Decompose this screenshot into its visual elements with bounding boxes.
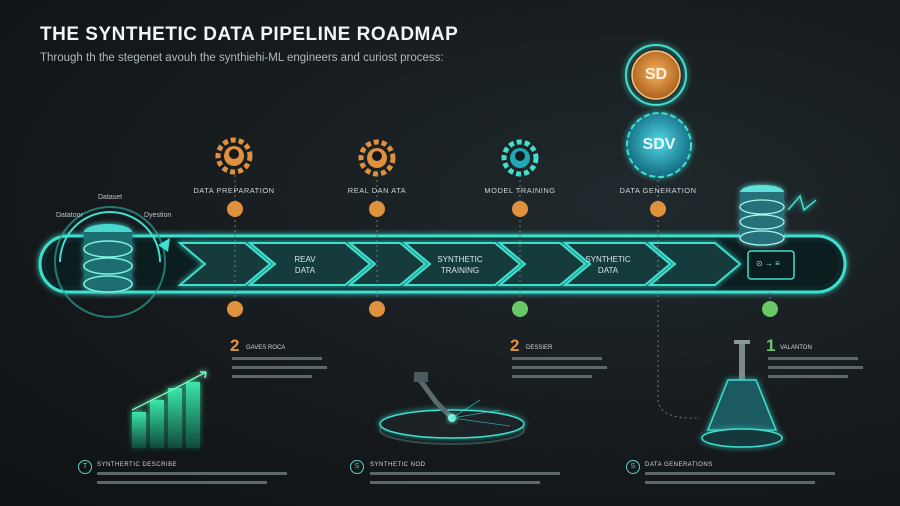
gear-icon-preparation <box>215 137 253 175</box>
stage-label-preparation: DATA PREPARATION <box>193 186 275 195</box>
stage-dot <box>650 201 666 217</box>
stage-dot <box>512 201 528 217</box>
segment-line1: SYNTHETIC <box>437 255 483 264</box>
stage-label-real-data: REAL DAN ATA <box>347 186 407 195</box>
segment-label-real-data: REAV DATA <box>294 254 315 276</box>
flow-curve <box>657 399 701 419</box>
source-label-left: Datatoor <box>56 212 83 219</box>
callout-tag-3: VALANTON <box>780 345 812 351</box>
segment-line2: DATA <box>294 266 316 275</box>
footer-icon-3: S <box>626 460 640 474</box>
gear-icon-real-data <box>358 139 396 177</box>
stage-label-generation: DATA GENERATION <box>619 186 697 195</box>
growth-chart-icon <box>131 371 207 448</box>
segment-line2: DATA <box>597 266 619 275</box>
stage-dot <box>227 201 243 217</box>
gear-icon-model-training <box>501 139 539 177</box>
stage-dot <box>369 201 385 217</box>
generator-funnel-icon <box>701 340 783 448</box>
segment-line2: TRAINING <box>440 266 480 275</box>
callout-number-2: 2 <box>510 336 520 355</box>
footer-icon-2: S <box>350 460 364 474</box>
segment-line1: SYNTHETIC <box>585 255 631 264</box>
callout-number-1: 2 <box>230 336 240 355</box>
lower-dots <box>227 301 778 317</box>
end-box-label: ⊙ → ≡ <box>756 259 780 268</box>
upper-dots <box>227 201 666 217</box>
lower-stage-dot <box>227 301 243 317</box>
stage-label-model-training: MODEL TRAINING <box>484 186 556 195</box>
pipeline-chevrons <box>177 242 742 286</box>
callout-number-3: 1 <box>766 336 776 355</box>
source-database-icon <box>54 206 170 318</box>
source-label-top: Dataset <box>98 194 123 201</box>
footer-title-1: SYNTHERTIC DESCRIBE <box>97 462 178 468</box>
lower-stage-dot <box>512 301 528 317</box>
footer-text-lines <box>97 472 835 484</box>
footer-title-2: SYNTHETIC NOD <box>370 462 426 468</box>
callout-text-lines <box>232 357 863 378</box>
lower-stage-dot <box>369 301 385 317</box>
training-platform-icon <box>379 372 525 445</box>
page-subtitle: Through th the stegenet avouh the synthi… <box>40 52 444 64</box>
page-title: THE SYNTHETIC DATA PIPELINE ROADMAP <box>40 24 459 45</box>
generation-database-icon <box>739 185 817 246</box>
end-box <box>747 250 795 280</box>
segment-label-synthetic-training: SYNTHETIC TRAINING <box>437 254 482 276</box>
segment-label-synthetic-data: SYNTHETIC DATA <box>585 254 630 276</box>
segment-line1: REAV <box>294 255 316 264</box>
footer-icon-1: T <box>78 460 92 474</box>
footer-title-3: DATA GENERATIONS <box>645 462 713 468</box>
sd-badge <box>625 44 687 106</box>
sdv-badge-label: SDV <box>642 136 676 153</box>
lower-stage-dot <box>762 301 778 317</box>
source-label-right: Dyestion <box>144 212 172 219</box>
sdv-badge <box>626 112 692 178</box>
sd-badge-label: SD <box>644 66 668 83</box>
callout-tag-1: GAVES ROCA <box>246 345 286 351</box>
callout-tag-2: DESSIER <box>526 345 553 351</box>
